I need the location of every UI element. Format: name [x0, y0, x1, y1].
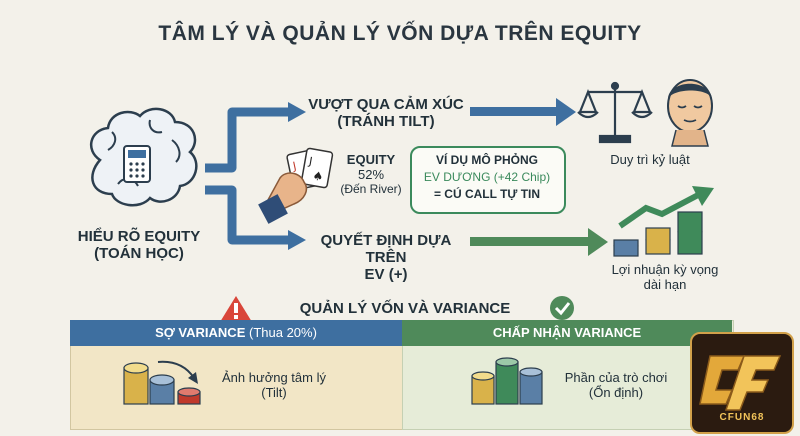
svg-text:J: J	[291, 159, 298, 173]
svg-text:♠: ♠	[311, 168, 324, 184]
simulation-example-text: VÍ DỤ MÔ PHỎNG EV DƯƠNG (+42 Chip) = CÚ …	[423, 153, 551, 201]
overcome-emotion-label: VƯỢT QUA CẢM XÚC (TRÁNH TILT)	[308, 96, 464, 130]
logo-mark-icon	[699, 355, 782, 411]
simulation-example-box	[410, 146, 566, 214]
fear-variance-text: Ảnh hưởng tâm lý (Tilt)	[222, 370, 326, 400]
profit-chips-icon	[613, 186, 714, 257]
accept-variance-header: CHẤP NHẬN VARIANCE	[402, 320, 732, 346]
stable-chips-icon	[471, 357, 543, 405]
scales-icon	[577, 81, 653, 144]
profit-label: Lợi nhuận kỳ vọng dài hạn	[611, 262, 719, 292]
brain-icon	[89, 107, 198, 207]
warning-icon	[220, 296, 252, 322]
arrow-head-bottom	[288, 230, 306, 250]
logo-text: CFUN68	[719, 412, 765, 423]
ev-decision-label: QUYẾT ĐỊNH DỰA TRÊN EV (+)	[320, 232, 452, 283]
section-title: QUẢN LÝ VỐN VÀ VARIANCE	[299, 300, 511, 317]
arrow-head-top	[288, 102, 306, 122]
discipline-label: Duy trì kỷ luật	[610, 152, 690, 167]
falling-chips-icon	[123, 360, 201, 405]
calm-face-icon	[667, 79, 713, 147]
equity-understanding-label: HIỂU RÕ EQUITY (TOÁN HỌC)	[77, 228, 201, 262]
accept-variance-text: Phần của trò chơi (Ổn định)	[564, 370, 668, 400]
check-icon	[550, 296, 574, 320]
cards-hand-icon: J J ♠	[258, 147, 334, 224]
brand-logo: CFUN68	[690, 332, 794, 434]
fear-variance-header: SỢ VARIANCE (Thua 20%)	[70, 320, 402, 346]
arrow-to-profit	[470, 237, 590, 246]
svg-text:J: J	[307, 154, 313, 168]
branch-arrows	[205, 107, 290, 245]
equity-label: EQUITY 52% (Đến River)	[340, 152, 402, 196]
arrow-to-scale	[470, 107, 558, 116]
page-title: TÂM LÝ VÀ QUẢN LÝ VỐN DỰA TRÊN EQUITY	[158, 22, 642, 45]
